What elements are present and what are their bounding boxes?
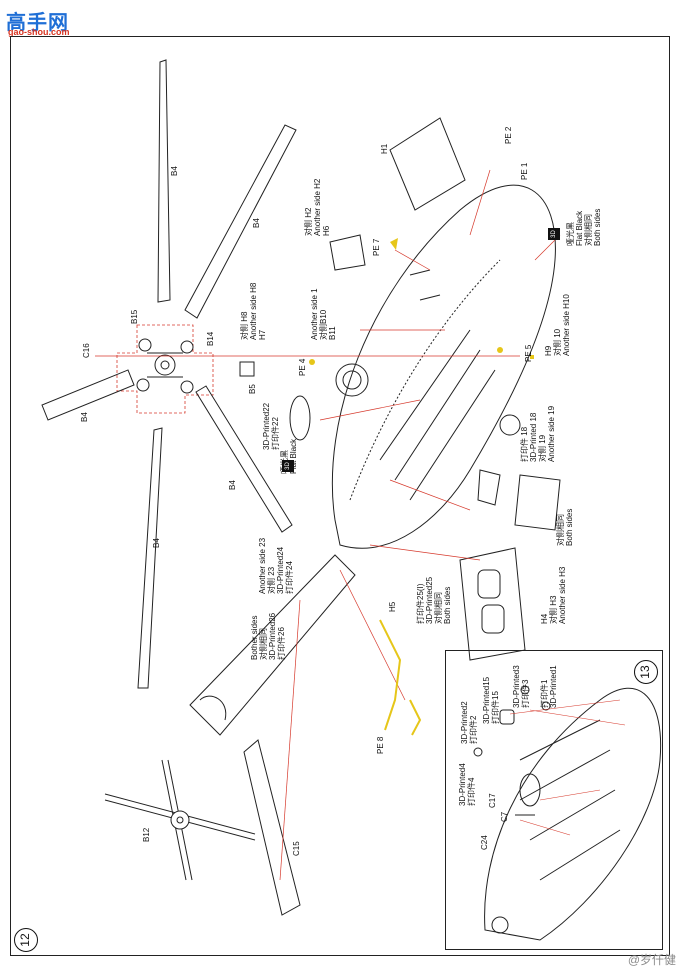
label-h1: H1	[380, 143, 389, 154]
label-h7-h8: 对侧 H8 Another side H8 H7	[240, 282, 267, 340]
label-h3-h4: H4 对侧 H3 Another side H3	[540, 566, 567, 624]
label-b4-top: B4	[170, 166, 179, 176]
blade-5	[195, 385, 293, 533]
antenna-dome	[289, 395, 311, 441]
watermark: @岁仟健	[627, 953, 676, 967]
antenna-part	[514, 474, 561, 531]
printed-badge-1: 3D	[548, 228, 560, 240]
label-pe7: PE 7	[372, 238, 381, 256]
label-printed-3: 3D-Printed3 打印件3	[512, 665, 530, 708]
blade-2	[184, 124, 297, 319]
rotor-mast	[239, 361, 255, 377]
fuselage	[331, 184, 556, 549]
label-printed-4: 3D-Printed4 打印件4	[458, 763, 476, 806]
tail-boom	[189, 554, 356, 736]
label-h5: H5	[388, 601, 397, 612]
printed-badge-2: 3D	[282, 460, 294, 472]
label-b4-bottom: B4	[152, 538, 161, 548]
step-number-main: 12	[14, 928, 38, 952]
label-printed-26: Bother sides 对侧相同 3D-Printed26 打印件26	[250, 612, 286, 660]
label-printed-1: 打印件1 3D-Printed1	[540, 665, 558, 708]
tail-rotor	[104, 759, 256, 881]
label-printed-23-24: Another side 23 对侧 23 3D-Printed24 打印件24	[258, 537, 294, 594]
blade-4	[137, 427, 163, 689]
page-frame	[10, 36, 670, 956]
label-b5: B5	[248, 384, 257, 394]
blade-3	[41, 369, 135, 421]
door-h4	[459, 547, 526, 661]
label-pe4: PE 4	[298, 358, 307, 376]
step-number-inset: 13	[634, 660, 658, 684]
label-both-sides: 对侧相同 Both sides	[556, 508, 574, 546]
rotor-hub	[116, 324, 214, 414]
label-c15: C15	[292, 841, 301, 856]
door-h1	[389, 117, 466, 211]
pe4-marker	[309, 359, 315, 365]
inset-panel	[445, 650, 663, 950]
label-c16: C16	[82, 343, 91, 358]
label-pe8: PE 8	[376, 736, 385, 754]
label-b10-b11: Another side 1 对侧B10 B11	[310, 288, 337, 340]
inset-drawing	[473, 685, 662, 941]
gear-part	[477, 469, 501, 506]
main-wheel	[499, 414, 521, 436]
label-printed-2: 3D-Printed2 打印件2	[460, 701, 478, 744]
label-printed-22: 3D-Printed22 打印件22	[262, 402, 280, 450]
inset-pod	[519, 773, 541, 807]
pe7-marker	[390, 238, 398, 250]
label-b4-lower-right: B4	[228, 480, 237, 490]
label-printed-18-19: 打印件 18 3D-Printed 18 对侧 19 Another side …	[520, 405, 556, 462]
label-pe1: PE 1	[520, 162, 529, 180]
label-b14: B14	[206, 331, 215, 346]
logo-text: 高手网	[6, 12, 69, 34]
window-h6	[329, 234, 366, 271]
label-h9-h10: H9 对侧 10 Another side H10	[544, 294, 571, 356]
label-b4-upper-right: B4	[252, 218, 261, 228]
label-h2-h6: 对侧 H2 Another side H2 H6	[304, 178, 331, 236]
logo-url: gao-shou.com	[8, 27, 70, 37]
label-c17: C17	[488, 793, 497, 808]
label-pe2: PE 2	[504, 126, 513, 144]
inset-wheel	[491, 916, 509, 934]
label-b12: B12	[142, 827, 151, 842]
label-b4-left: B4	[80, 412, 89, 422]
stabilizer	[243, 739, 301, 916]
label-printed-25: 打印件25(I) 3D-Printed25 对侧相同 Both sides	[416, 576, 452, 624]
label-b15: B15	[130, 309, 139, 324]
label-printed-15: 3D-Printed15 打印件15	[482, 676, 500, 724]
label-pe5: PE 5	[524, 344, 533, 362]
label-c24: C24	[480, 835, 489, 850]
pe5-marker	[497, 347, 503, 353]
pe8-part	[379, 619, 402, 731]
label-flat-black-both: 哑光黑 Flat Black 对侧相同 Both sides	[566, 208, 602, 246]
blade-1	[157, 59, 171, 303]
pe5-dot	[530, 355, 534, 359]
label-c7: C7	[500, 811, 509, 822]
